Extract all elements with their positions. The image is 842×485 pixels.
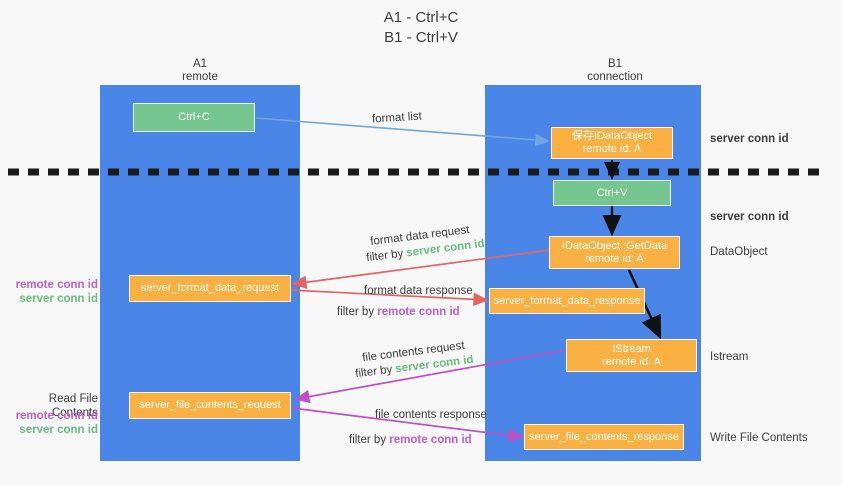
node-istream-remote-id: remote id: A xyxy=(602,355,661,368)
node-server-file-contents-request-label: server_file_contents_request xyxy=(139,399,281,411)
node-server-format-data-response[interactable]: server_format_data_response xyxy=(489,288,645,314)
filter-prefix: filter by xyxy=(337,306,378,318)
column-header-a1-name: A1 xyxy=(192,58,208,70)
left-label-format-server-conn-id: server conn id xyxy=(19,293,98,305)
node-ctrl-c-label: Ctrl+C xyxy=(178,111,210,123)
node-server-file-contents-response[interactable]: server_file_contents_response xyxy=(524,424,684,450)
node-idataobject-getdata-remote-id: remote id: A xyxy=(585,252,644,265)
node-ctrl-v-label: Ctrl+V xyxy=(596,186,628,199)
node-save-idataobject[interactable]: 保存IDataObject remote id: A xyxy=(551,127,673,159)
node-ctrl-c[interactable]: Ctrl+C xyxy=(133,103,255,132)
right-label-istream: Istream xyxy=(710,351,749,363)
edge-label-file-contents-response-filter: filter by remote conn id xyxy=(349,433,472,447)
left-label-format-conn-ids: remote conn id server conn id xyxy=(10,278,98,306)
right-label-write-file-contents: Write File Contents xyxy=(710,432,808,444)
column-header-b1: B1 connection xyxy=(555,58,675,84)
left-label-read-file-contents: Read File Contents xyxy=(48,393,98,419)
column-header-b1-name: B1 xyxy=(607,58,623,70)
node-istream[interactable]: IStream remote id: A xyxy=(566,339,697,372)
node-server-file-contents-request[interactable]: server_file_contents_request xyxy=(129,392,291,419)
node-server-format-data-request[interactable]: server_format_data_request xyxy=(129,275,291,302)
node-save-idataobject-remote-id: remote id: A xyxy=(582,143,642,155)
node-server-format-data-request-label: server_format_data_request xyxy=(140,282,280,294)
right-label-dataobject: DataObject xyxy=(710,246,768,258)
edge-label-file-contents-response: file contents response xyxy=(375,409,487,421)
column-header-a1-sub: remote xyxy=(182,71,218,83)
filter-prefix: filter by xyxy=(349,434,390,446)
right-label-server-conn-id-top: server conn id xyxy=(710,133,789,145)
left-label-format-remote-conn-id: remote conn id xyxy=(15,279,98,291)
edge-label-format-data-response: format data response xyxy=(364,285,473,297)
node-ctrl-v[interactable]: Ctrl+V xyxy=(553,180,671,206)
node-idataobject-getdata-label: IDataObject::GetData xyxy=(561,239,668,252)
node-istream-label: IStream xyxy=(612,342,651,355)
page-title: A1 - Ctrl+C B1 - Ctrl+V xyxy=(383,9,459,46)
column-header-b1-sub: connection xyxy=(587,71,643,83)
filter-prefix: filter by xyxy=(365,247,408,265)
edge-label-format-data-response-filter: filter by remote conn id xyxy=(337,305,460,319)
filter-key-remote-conn-id: remote conn id xyxy=(377,306,460,318)
left-label-file-remote-conn-id: remote conn id xyxy=(15,410,98,422)
node-save-idataobject-label: 保存IDataObject xyxy=(571,130,653,142)
node-idataobject-getdata[interactable]: IDataObject::GetData remote id: A xyxy=(549,236,680,269)
filter-prefix: filter by xyxy=(354,363,397,381)
node-server-file-contents-response-label: server_file_contents_response xyxy=(529,430,679,443)
node-server-format-data-response-label: server_format_data_response xyxy=(493,294,641,307)
edge-label-format-list: format list xyxy=(371,110,423,126)
column-header-a1: A1 remote xyxy=(140,58,260,84)
left-label-file-conn-ids: remote conn id server conn id xyxy=(10,409,98,437)
left-label-file-server-conn-id: server conn id xyxy=(19,424,98,436)
right-label-server-conn-id-mid: server conn id xyxy=(710,211,789,223)
filter-key-remote-conn-id: remote conn id xyxy=(389,434,472,446)
